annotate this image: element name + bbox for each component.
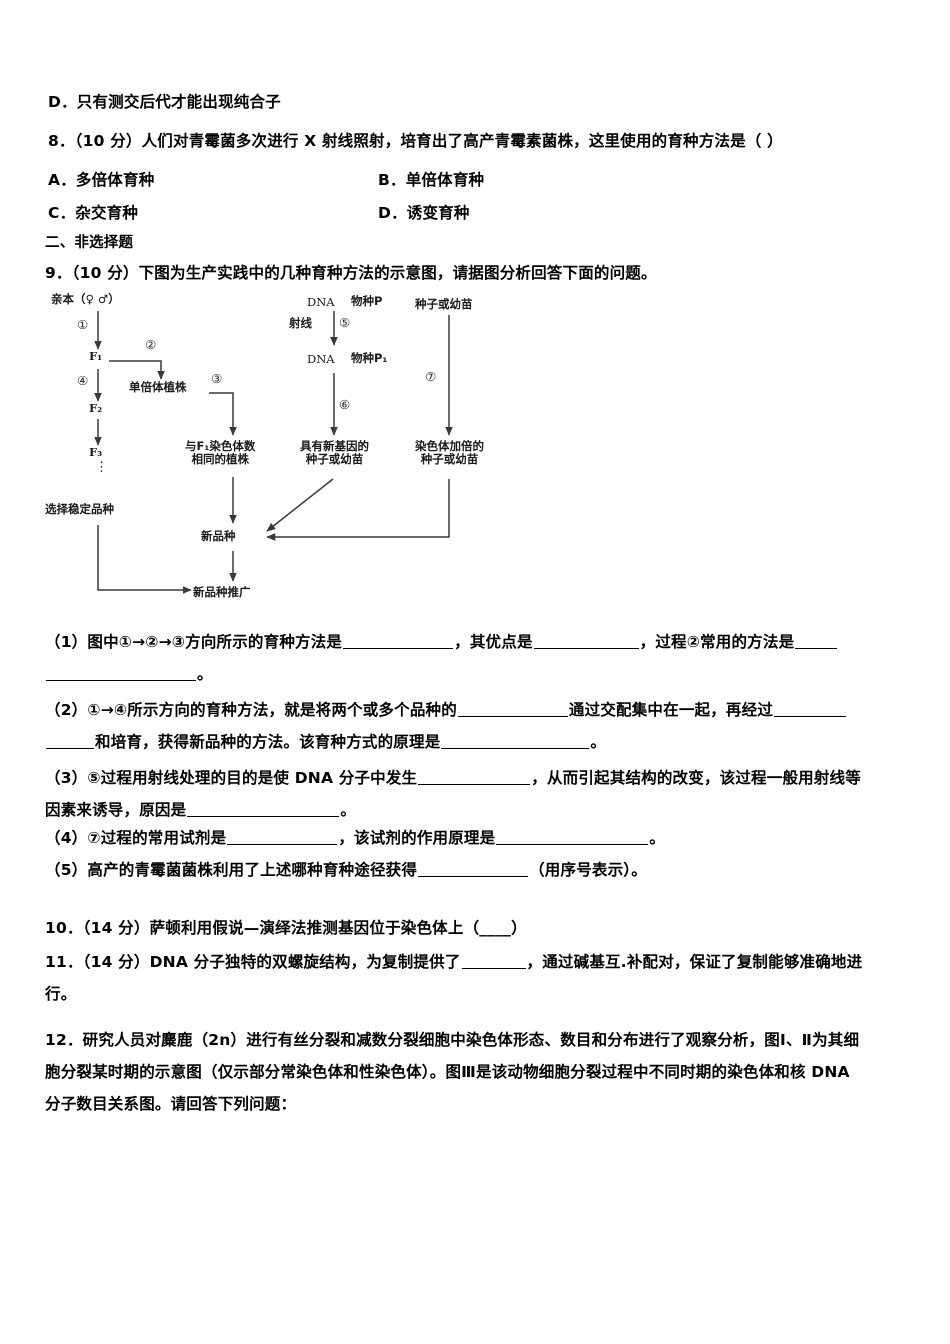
diagram-node-new-variety: 新品种: [201, 529, 236, 543]
q9-sub4-blank-1[interactable]: [227, 830, 338, 845]
q9-sub1-text-b: ，其优点是: [454, 633, 533, 651]
q12-line3: 分子数目关系图。请回答下列问题：: [45, 1095, 297, 1113]
q9-stem: 9．（10 分）下图为生产实践中的几种育种方法的示意图，请据图分析回答下面的问题…: [45, 264, 657, 282]
diagram-node-dna-p-species: 物种P: [351, 294, 383, 308]
diagram-node-doubled-chrom-seed-line1: 染色体加倍的: [415, 439, 484, 453]
q11-text-b: ，通过碱基互.补配对，保证了复制能够准确地进: [526, 953, 863, 971]
q9-sub3-blank-1[interactable]: [418, 770, 531, 785]
q9-sub5-blank-1[interactable]: [418, 862, 529, 877]
q8-option-c-text: 杂交育种: [75, 204, 139, 222]
q9-sub2-blank-3[interactable]: [441, 734, 590, 749]
q9-sub3-text-d: 。: [340, 801, 357, 819]
q8-option-d-text: 诱变育种: [406, 204, 470, 222]
diagram-node-select-stable: 选择稳定品种: [45, 502, 114, 516]
diagram-node-dna-p1-species: 物种P₁: [351, 351, 388, 365]
q9-sub2-text-b: 通过交配集中在一起，再经过: [568, 701, 774, 719]
diagram-node-doubled-chrom-seed-line2: 种子或幼苗: [420, 452, 479, 466]
q8-option-a-text: 多倍体育种: [75, 171, 155, 189]
q9-sub5-text-a: （5）高产的青霉菌菌株利用了上述哪种育种途径获得: [45, 861, 418, 879]
diagram-step-1: ①: [77, 317, 89, 332]
q9-sub3-text-b: ，从而引起其结构的改变，该过程一般用射线等: [531, 769, 861, 787]
diagram-step-2: ②: [145, 337, 157, 352]
q11-line2: 行。: [45, 985, 77, 1003]
diagram-step-6: ⑥: [339, 397, 351, 412]
q9-sub1-text-c: ，过程②常用的方法是: [639, 633, 795, 651]
q9-sub1-line1: （1）图中①→②→③方向所示的育种方法是 ，其优点是 ，过程②常用的方法是: [45, 632, 838, 652]
q8-option-b-text: 单倍体育种: [405, 171, 485, 189]
q9-sub1-blank-2[interactable]: [533, 634, 639, 649]
q9-sub2-text-d: 。: [590, 733, 607, 751]
q9-sub4-text-b: ，该试剂的作用原理是: [338, 829, 496, 847]
q8-option-d: D．诱变育种: [378, 203, 470, 223]
q12-line2: 胞分裂某时期的示意图（仅示部分常染色体和性染色体）。图Ⅲ是该动物细胞分裂过程中不…: [45, 1063, 850, 1081]
q8-option-a: A．多倍体育种: [48, 170, 154, 190]
q10-stem: 10．（14 分）萨顿利用假说—演绎法推测基因位于染色体上（____）: [45, 919, 527, 937]
q9-sub2-blank-2b[interactable]: [46, 734, 94, 749]
q9-sub3-blank-2[interactable]: [187, 802, 340, 817]
q8-option-d-label: D．: [378, 204, 407, 222]
q8-option-b: B．单倍体育种: [378, 170, 484, 190]
diagram-node-dna-p1-dna: DNA: [307, 352, 335, 366]
breeding-methods-diagram: 亲本（♀ ♂） ① F₁ ④ F₂ F₃ ⋮ 选择稳定品种 ② 单倍体植株 ③ …: [45, 293, 565, 608]
q9-sub5-line1: （5）高产的青霉菌菌株利用了上述哪种育种途径获得 （用序号表示）。: [45, 860, 647, 880]
q11-text-a: 11．（14 分）DNA 分子独特的双螺旋结构，为复制提供了: [45, 953, 461, 971]
q8-option-a-label: A．: [48, 171, 76, 189]
q9-sub2-line2: 和培育，获得新品种的方法。该育种方式的原理是 。: [45, 732, 606, 752]
diagram-node-haploid-plant: 单倍体植株: [129, 380, 187, 394]
q9-sub3-text-a: （3）⑤过程用射线处理的目的是使 DNA 分子中发生: [45, 769, 418, 787]
q9-sub1-blank-1[interactable]: [343, 634, 454, 649]
diagram-step-3: ③: [211, 371, 223, 386]
diagram-step-5: ⑤: [339, 315, 351, 330]
diagram-node-same-chrom-plant-line2: 相同的植株: [191, 452, 249, 466]
diagram-node-new-gene-seed: 具有新基因的 种子或幼苗: [300, 440, 369, 466]
diagram-step-4: ④: [77, 373, 89, 388]
q9-sub2-text-c: 和培育，获得新品种的方法。该育种方式的原理是: [95, 733, 441, 751]
diagram-label-ray: 射线: [289, 316, 312, 330]
q9-sub1-blank-3b[interactable]: [46, 666, 196, 681]
diagram-node-dna-p-dna: DNA: [307, 295, 335, 309]
diagram-node-same-chrom-plant-line1: 与F₁染色体数: [185, 439, 256, 453]
q9-sub2-text-a: （2）①→④所示方向的育种方法，就是将两个或多个品种的: [45, 701, 457, 719]
q9-sub4-text-c: 。: [649, 829, 666, 847]
q9-sub2-line1: （2）①→④所示方向的育种方法，就是将两个或多个品种的 通过交配集中在一起，再经过: [45, 700, 847, 720]
q9-sub1-blank-3a[interactable]: [795, 634, 838, 649]
q12-line1: 12．研究人员对麋鹿（2n）进行有丝分裂和减数分裂细胞中染色体形态、数目和分布进…: [45, 1031, 860, 1049]
section-2-heading: 二、非选择题: [45, 235, 134, 251]
q8-stem: 8．（10 分）人们对青霉菌多次进行 X 射线照射，培育出了高产青霉素菌株，这里…: [48, 132, 783, 150]
diagram-step-7: ⑦: [425, 369, 437, 384]
diagram-node-f2: F₂: [89, 401, 103, 415]
q9-sub4-line1: （4）⑦过程的常用试剂是 ，该试剂的作用原理是 。: [45, 828, 665, 848]
diagram-node-seed-or-seedling: 种子或幼苗: [415, 297, 473, 311]
q9-sub4-blank-2[interactable]: [496, 830, 649, 845]
q9-sub2-blank-1[interactable]: [457, 702, 568, 717]
diagram-node-same-chrom-plant: 与F₁染色体数 相同的植株: [185, 440, 255, 466]
q11-line1: 11．（14 分）DNA 分子独特的双螺旋结构，为复制提供了 ，通过碱基互.补配对…: [45, 952, 862, 972]
q9-sub1-text-d: 。: [197, 665, 213, 683]
q7-option-d: D．只有测交后代才能出现纯合子: [48, 93, 281, 111]
diagram-node-parent: 亲本（♀ ♂）: [51, 292, 120, 306]
q9-sub1-line2: 。: [45, 664, 213, 684]
diagram-node-new-variety-promote: 新品种推广: [193, 585, 251, 599]
q8-option-c: C．杂交育种: [48, 203, 138, 223]
q9-sub5-text-b: （用序号表示）。: [529, 861, 647, 879]
diagram-node-dots: ⋮: [95, 460, 108, 475]
q9-sub4-text-a: （4）⑦过程的常用试剂是: [45, 829, 227, 847]
q9-sub2-blank-2a[interactable]: [774, 702, 847, 717]
q8-option-c-label: C．: [48, 204, 76, 222]
diagram-node-doubled-chrom-seed: 染色体加倍的 种子或幼苗: [415, 440, 484, 466]
diagram-node-f3: F₃: [89, 445, 103, 459]
q11-blank-1[interactable]: [461, 954, 526, 969]
diagram-node-f1: F₁: [89, 349, 103, 363]
q9-sub1-text-a: （1）图中①→②→③方向所示的育种方法是: [45, 633, 343, 651]
diagram-node-new-gene-seed-line2: 种子或幼苗: [305, 452, 364, 466]
q8-option-b-label: B．: [378, 171, 406, 189]
q9-sub3-line1: （3）⑤过程用射线处理的目的是使 DNA 分子中发生 ，从而引起其结构的改变，该过…: [45, 768, 861, 788]
q9-sub3-line2: 因素来诱导，原因是 。: [45, 800, 356, 820]
diagram-arrows-svg: [94, 311, 453, 594]
diagram-node-new-gene-seed-line1: 具有新基因的: [300, 439, 369, 453]
q9-sub3-text-c: 因素来诱导，原因是: [45, 801, 187, 819]
